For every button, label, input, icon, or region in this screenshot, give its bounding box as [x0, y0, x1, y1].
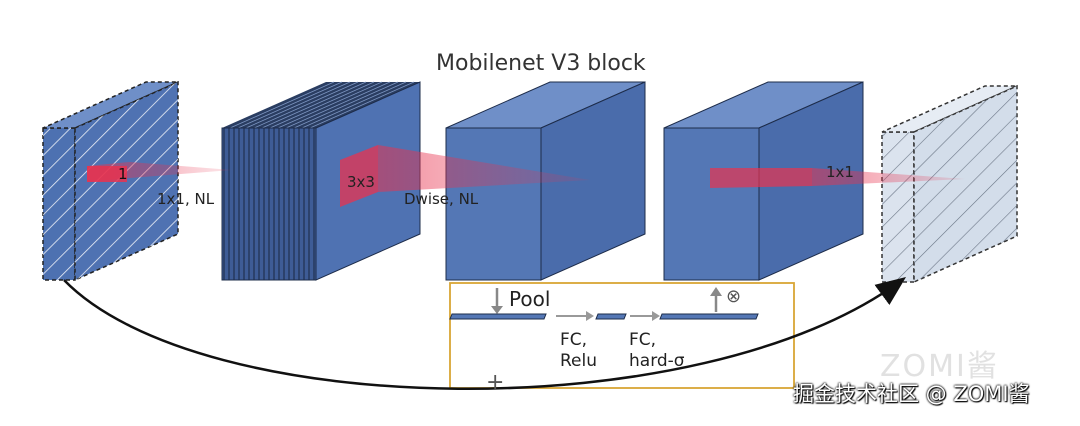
project-label: 1x1: [826, 163, 854, 181]
dwise-kernel-label: 3x3: [347, 173, 375, 191]
output-tensor: [881, 84, 1018, 284]
expand-kernel-label: 1: [118, 165, 128, 183]
faint-watermark: ZOMI酱: [880, 349, 999, 384]
dwise-label: Dwise, NL: [404, 190, 479, 208]
residual-arrow: [63, 277, 907, 391]
se-fc1-label: FC, Relu: [560, 330, 598, 371]
add-icon: +: [486, 370, 505, 395]
multiply-icon: ⊗: [726, 286, 742, 307]
kernel-projections: [87, 145, 965, 207]
se-pool-label: Pool: [509, 287, 551, 311]
se-fc2-label: FC, hard-σ: [629, 330, 685, 371]
expand-label: 1x1, NL: [157, 190, 215, 208]
dwise-tensor: [445, 81, 646, 281]
watermark: 掘金技术社区 @ ZOMI酱: [793, 382, 1030, 406]
diagram-title: Mobilenet V3 block: [436, 51, 646, 76]
expansion-tensor: [221, 81, 421, 281]
